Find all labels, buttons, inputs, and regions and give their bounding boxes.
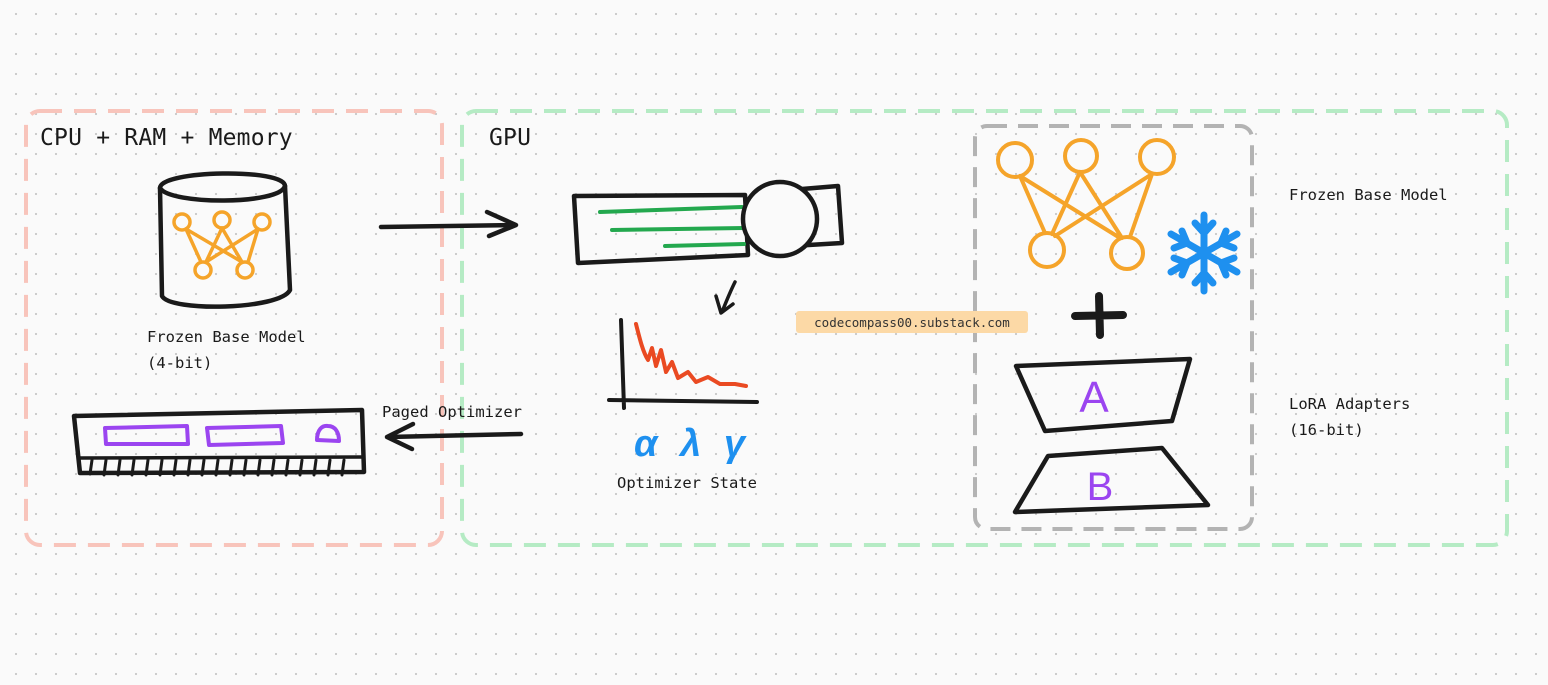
optimizer-state-label: Optimizer State bbox=[617, 474, 757, 492]
adapter-a-letter: A bbox=[1079, 373, 1109, 422]
gpu-tensor-icon bbox=[571, 179, 845, 266]
lora-adapters-label: LoRA Adapters bbox=[1289, 395, 1411, 413]
greek-symbols: α λ γ bbox=[634, 423, 751, 465]
lora-adapter-a bbox=[1013, 356, 1193, 434]
paged-optimizer-label: Paged Optimizer bbox=[382, 403, 522, 421]
memory-stick-icon bbox=[71, 407, 367, 477]
arrow-gpu-to-cpu-icon bbox=[384, 421, 524, 452]
neural-network-large-icon bbox=[996, 138, 1176, 271]
adapter-b-letter: B bbox=[1087, 465, 1114, 509]
frozen-base-model-gpu-label: Frozen Base Model bbox=[1289, 186, 1448, 204]
arrow-down-icon bbox=[714, 280, 737, 315]
lora-adapter-b bbox=[1012, 445, 1211, 515]
loss-curve-icon bbox=[607, 318, 759, 410]
gpu-region-title: GPU bbox=[489, 125, 532, 151]
frozen-base-model-cpu-label: Frozen Base Model bbox=[147, 328, 306, 346]
frozen-base-model-cpu-precision: (4-bit) bbox=[147, 354, 213, 372]
cpu-region-border bbox=[24, 109, 444, 547]
snowflake-icon bbox=[1167, 211, 1241, 295]
arrow-cpu-to-gpu-icon bbox=[378, 209, 519, 239]
plus-icon bbox=[1071, 292, 1127, 339]
gpu-region-border bbox=[460, 109, 1509, 547]
database-icon bbox=[157, 171, 293, 309]
watermark-badge: codecompass00.substack.com bbox=[796, 311, 1028, 333]
neural-network-icon bbox=[172, 210, 272, 280]
lora-adapters-precision: (16-bit) bbox=[1289, 421, 1364, 439]
cpu-region-title: CPU + RAM + Memory bbox=[40, 125, 293, 151]
